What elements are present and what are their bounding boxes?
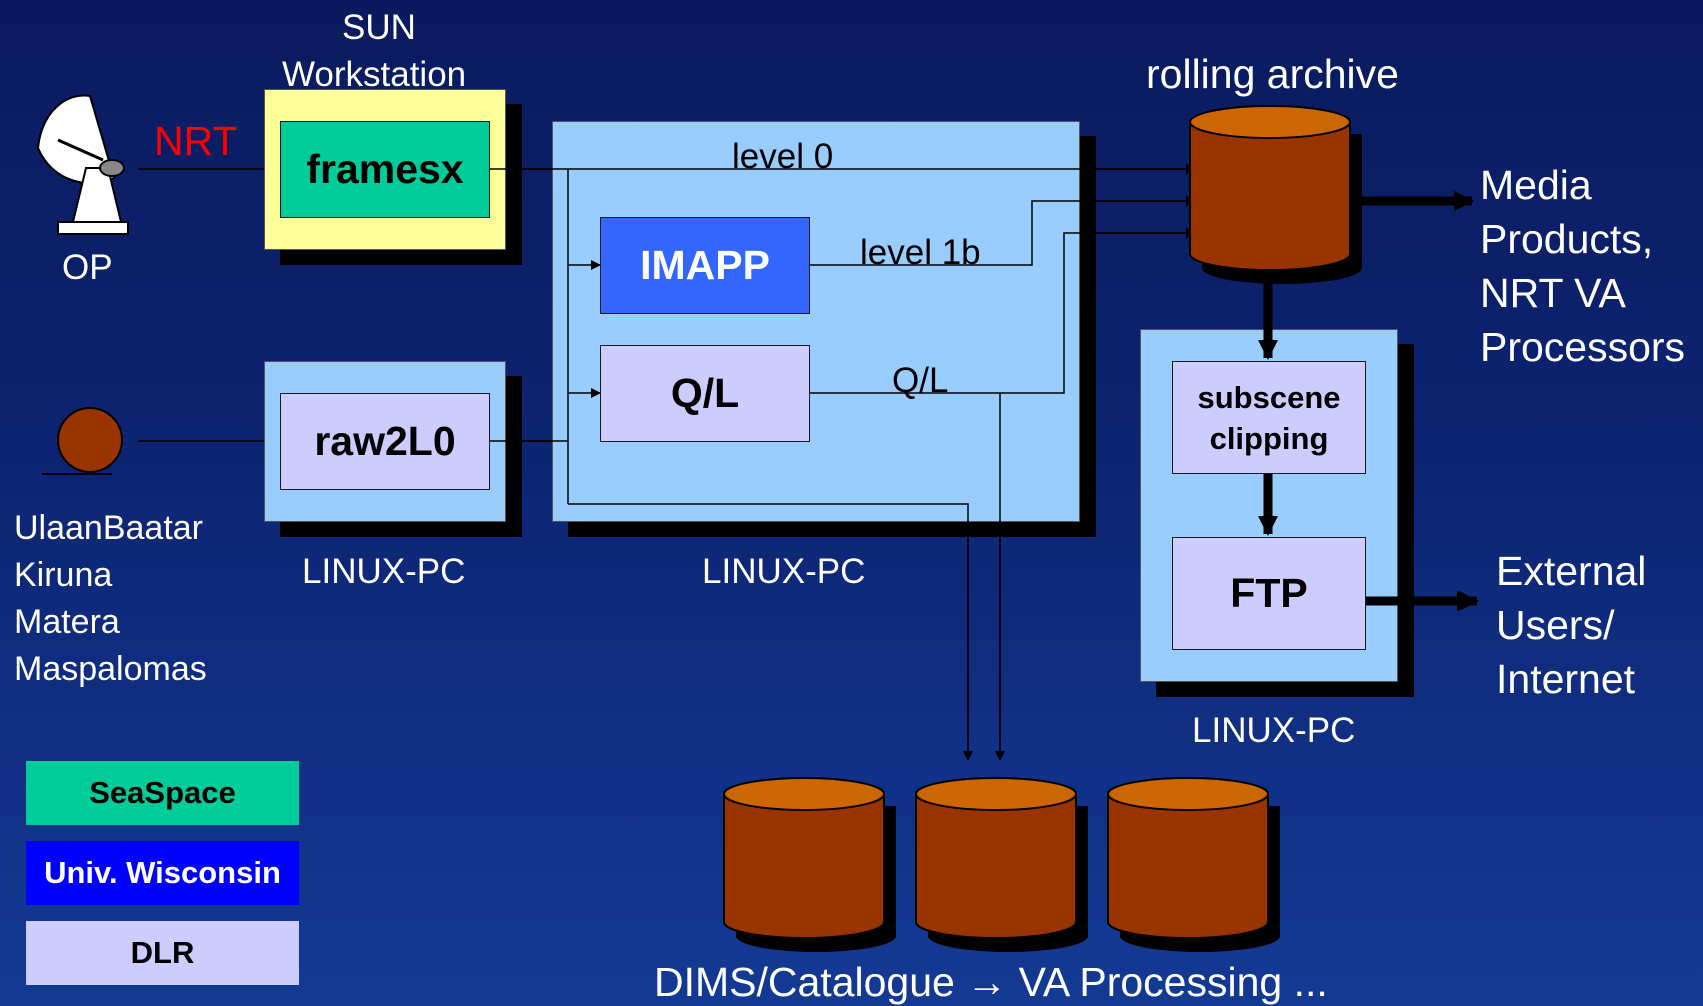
legend-dlr: DLR: [26, 921, 299, 985]
framesx-box: framesx: [280, 121, 490, 218]
ql-line-label: Q/L: [892, 361, 949, 400]
station-item: Matera: [14, 603, 120, 641]
legend-seaspace: SeaSpace: [26, 761, 299, 825]
level1b-label: level 1b: [860, 233, 981, 272]
satellite-dish-icon: [36, 94, 129, 235]
rolling-archive-cylinder: [1189, 105, 1362, 284]
pc3-label: LINUX-PC: [1192, 711, 1356, 750]
subscene-line2: clipping: [1209, 420, 1329, 456]
imapp-box: IMAPP: [600, 217, 810, 314]
external-line: Internet: [1496, 656, 1636, 702]
legend-wisconsin: Univ. Wisconsin: [26, 841, 299, 905]
sun-title-line1: SUN: [342, 8, 416, 47]
bottom-caption: DIMS/Catalogue → VA Processing ...: [654, 959, 1328, 1005]
ground-station-icon: [42, 407, 123, 475]
external-line: External: [1496, 548, 1647, 594]
dims-archive-group: [723, 777, 1280, 952]
level1b-line-inside: [810, 196, 1196, 266]
station-list: UlaanBaatar Kiruna Matera Maspalomas: [14, 505, 207, 693]
ql-box: Q/L: [600, 345, 810, 442]
pc2-label: LINUX-PC: [702, 552, 866, 591]
subscene-box: subscene clipping: [1172, 361, 1366, 474]
station-item: Maspalomas: [14, 650, 207, 688]
bus-to-dims-inside: [568, 503, 973, 761]
media-line: Products,: [1480, 216, 1654, 262]
external-line: Users/: [1496, 602, 1615, 648]
nrt-label: NRT: [154, 118, 238, 164]
level0-label: level 0: [732, 137, 834, 176]
media-line: NRT VA: [1480, 270, 1626, 316]
pc1-label: LINUX-PC: [302, 552, 466, 591]
ql-line-inside: [810, 228, 1196, 394]
dims-cylinder-3: [1107, 777, 1280, 952]
media-line: Processors: [1480, 324, 1686, 370]
station-item: UlaanBaatar: [14, 509, 204, 547]
archive-label: rolling archive: [1146, 51, 1399, 97]
sun-title-line2: Workstation: [282, 55, 467, 94]
media-text: Media Products, NRT VA Processors: [1480, 158, 1685, 374]
raw2l0-box: raw2L0: [280, 393, 490, 490]
media-line: Media: [1480, 162, 1592, 208]
dims-cylinder-1: [723, 777, 896, 952]
dims-cylinder-2: [915, 777, 1088, 952]
linux-pc-2: [552, 121, 1080, 522]
ftp-box: FTP: [1172, 537, 1366, 650]
external-text: External Users/ Internet: [1496, 544, 1646, 706]
op-label: OP: [62, 248, 113, 287]
station-item: Kiruna: [14, 556, 113, 594]
subscene-line1: subscene: [1197, 379, 1341, 415]
